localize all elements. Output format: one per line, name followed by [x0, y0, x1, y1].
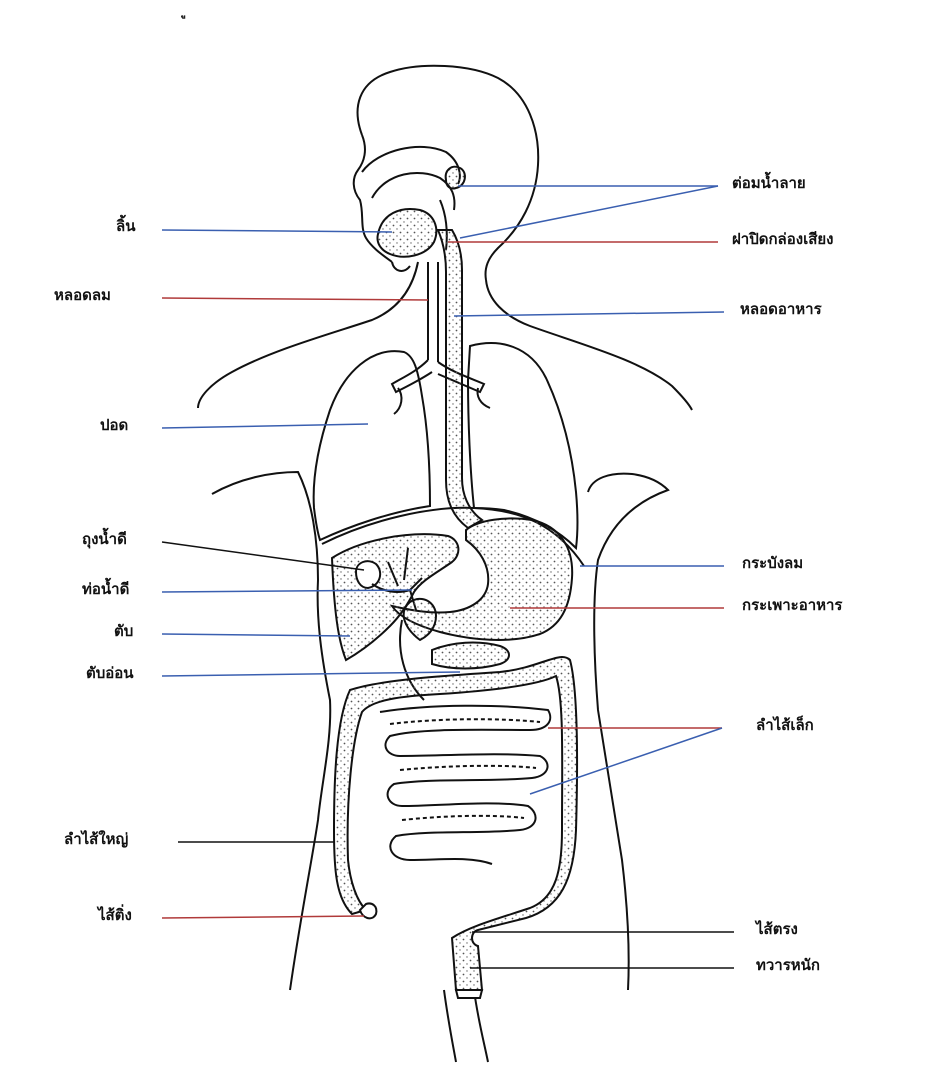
left-shoulder — [198, 262, 418, 408]
label-anus: ทวารหนัก — [756, 958, 820, 973]
left-leg — [444, 990, 456, 1062]
label-epiglottis: ฝาปิดกล่องเสียง — [732, 232, 833, 247]
esophagus-shape — [438, 230, 482, 528]
label-stomach: กระเพาะอาหาร — [742, 598, 843, 613]
label-bile-duct: ท่อน้ำดี — [82, 582, 129, 597]
leader-small-intestine-2 — [530, 728, 722, 794]
left-lung — [314, 351, 430, 540]
left-torso — [212, 472, 330, 990]
leader-liver — [162, 634, 350, 636]
leader-salivary-2 — [460, 186, 718, 238]
leader-trachea — [162, 298, 428, 300]
label-esophagus: หลอดอาหาร — [740, 302, 822, 317]
anus-shape — [456, 990, 482, 998]
label-salivary-gland: ต่อมน้ำลาย — [732, 176, 806, 191]
label-rectum: ไส้ตรง — [756, 922, 798, 937]
leader-esophagus — [454, 312, 724, 316]
tongue-shape — [378, 209, 437, 257]
label-large-intestine: ลำไส้ใหญ่ — [64, 832, 128, 847]
label-small-intestine: ลำไส้เล็ก — [756, 718, 814, 733]
label-liver: ตับ — [114, 624, 133, 639]
leader-tongue — [162, 230, 392, 232]
label-tongue: ลิ้น — [116, 219, 135, 234]
right-leg — [474, 990, 488, 1062]
label-appendix: ไส้ติ่ง — [98, 908, 132, 923]
right-torso — [588, 474, 668, 990]
gallbladder-shape — [356, 561, 380, 588]
leader-pancreas — [162, 672, 460, 676]
right-shoulder — [486, 280, 692, 410]
label-lung: ปอด — [100, 418, 128, 433]
small-intestine-shape — [380, 706, 550, 864]
pancreas-shape — [432, 643, 509, 669]
label-trachea: หลอดลม — [54, 288, 111, 303]
liver-shape — [332, 534, 458, 660]
label-pancreas: ตับอ่อน — [86, 666, 134, 681]
label-gallbladder: ถุงน้ำดี — [82, 532, 127, 547]
leader-appendix — [162, 916, 364, 918]
trachea-bronchi — [392, 262, 490, 414]
leader-lung — [162, 424, 368, 428]
label-diaphragm: กระบังลม — [742, 556, 803, 571]
